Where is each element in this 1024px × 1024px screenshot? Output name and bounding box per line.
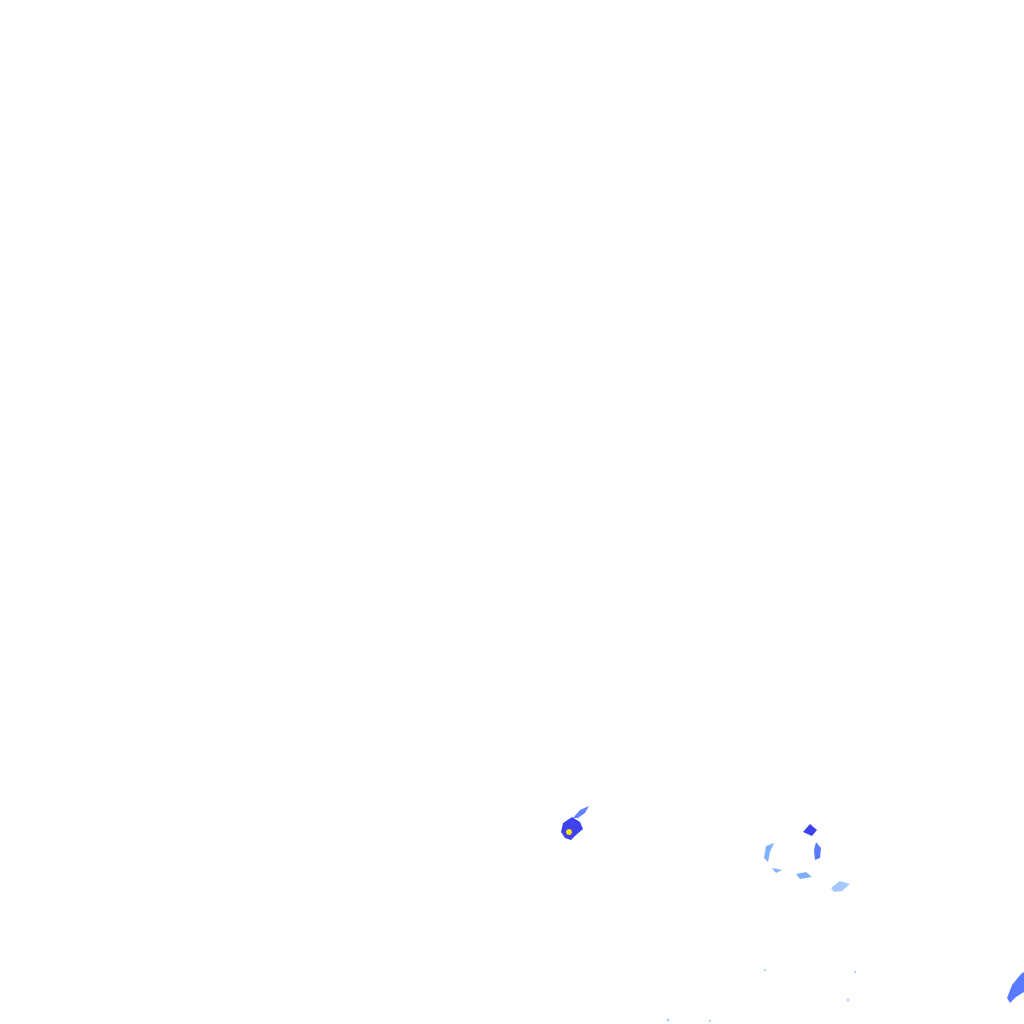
echo-cell-c	[831, 881, 850, 892]
echo-cell-d	[666, 968, 857, 1023]
echo-cell-a-body	[561, 817, 583, 840]
echo-cell-a-core	[566, 829, 572, 835]
echo-cell-a-tail	[573, 806, 589, 818]
echo-cell-b-left	[764, 843, 774, 862]
echo-cell-b-top	[803, 824, 817, 836]
echo-cell-e	[1007, 972, 1024, 1003]
echo-cell-b	[764, 824, 821, 879]
echo-cell-b-bottom	[772, 868, 812, 879]
echo-cell-a	[561, 806, 589, 840]
echo-cell-b-right	[814, 842, 821, 860]
